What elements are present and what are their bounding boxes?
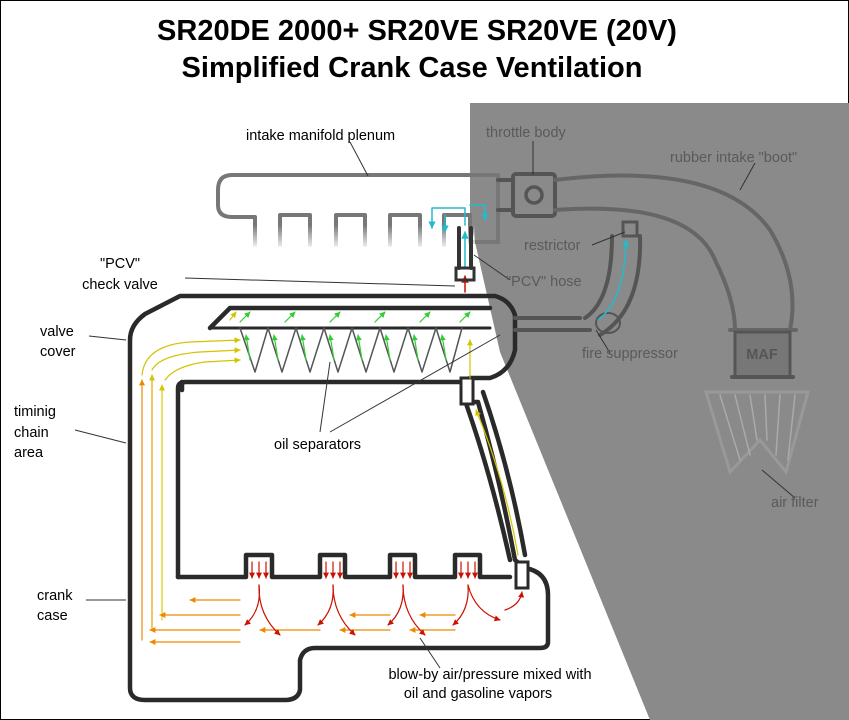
leader-lines: [74, 141, 796, 669]
intake-manifold-plenum: [216, 173, 500, 250]
label-blowby-line1: blow-by air/pressure mixed with: [388, 667, 591, 683]
label-timing-line1: timinig: [14, 404, 56, 420]
label-valve-cover-line2: cover: [40, 344, 76, 360]
throttle-body: [496, 172, 557, 218]
label-maf: MAF: [746, 347, 778, 363]
label-blowby-line2: oil and gasoline vapors: [404, 686, 552, 702]
label-timing-line2: chain: [14, 425, 49, 441]
air-filter: [703, 390, 810, 476]
label-pcv-hose: "PCV" hose: [506, 274, 582, 290]
label-pcv-valve-line1: "PCV": [100, 256, 140, 272]
plenum-flow-arrows: [428, 204, 489, 233]
label-timing-line3: area: [14, 445, 44, 461]
label-fire-suppressor: fire suppressor: [582, 346, 678, 362]
label-crank-case-line1: crank: [37, 588, 73, 604]
label-pcv-valve-line2: check valve: [82, 277, 158, 293]
oil-separator-baffles: [229, 311, 471, 373]
title-line-1: SR20DE 2000+ SR20VE SR20VE (20V): [157, 15, 677, 47]
restrictor: [621, 220, 639, 238]
label-valve-cover-line1: valve: [40, 324, 74, 340]
maf: [730, 330, 795, 379]
intake-side-shade: [470, 103, 849, 720]
label-crank-case-line2: case: [37, 608, 68, 624]
breather-channel-arrows: [467, 339, 519, 556]
pcv-hose: [457, 226, 473, 293]
timing-chain-flow-arrows: [139, 337, 241, 641]
title-line-2: Simplified Crank Case Ventilation: [182, 52, 643, 84]
label-intake-plenum: intake manifold plenum: [246, 128, 395, 144]
pcv-check-valve: [454, 266, 476, 282]
label-air-filter: air filter: [771, 495, 819, 511]
rubber-intake-boot: [553, 173, 798, 332]
engine-block: [127, 293, 551, 703]
blowby-arrows: [244, 561, 525, 636]
label-throttle-body: throttle body: [486, 125, 567, 141]
label-oil-separators: oil separators: [274, 437, 361, 453]
label-rubber-boot: rubber intake "boot": [670, 150, 797, 166]
label-restrictor: restrictor: [524, 238, 581, 254]
crankcase-flow-arrows: [149, 597, 456, 645]
fire-suppressor: [532, 234, 643, 337]
